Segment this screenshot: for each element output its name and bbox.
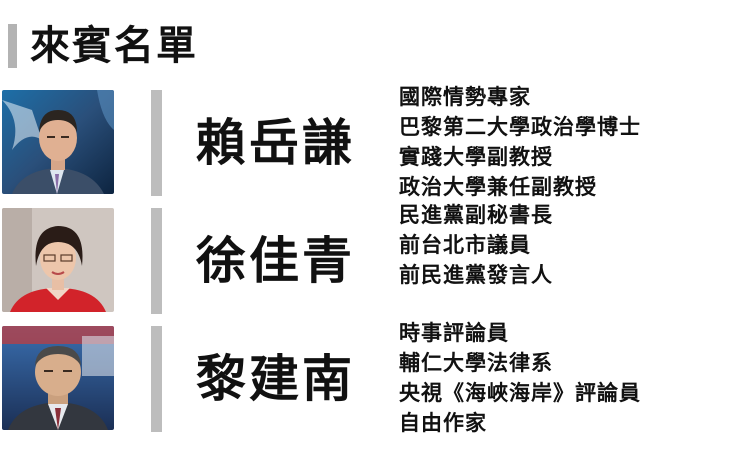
credential-item: 央視《海峽海岸》評論員 (399, 381, 641, 405)
guest-divider (151, 90, 162, 196)
header: 來賓名單 (0, 18, 400, 74)
credential-item: 時事評論員 (399, 321, 509, 345)
credential-item: 實踐大學副教授 (399, 145, 553, 169)
guest-credentials: 民進黨副秘書長 前台北市議員 前民進黨發言人 (399, 200, 553, 290)
guest-name: 賴岳謙 (196, 114, 355, 172)
credential-item: 民進黨副秘書長 (399, 203, 553, 227)
guest-name: 黎建南 (196, 350, 355, 408)
guest-divider (151, 326, 162, 432)
credential-item: 輔仁大學法律系 (399, 351, 553, 375)
guest-credentials: 時事評論員 輔仁大學法律系 央視《海峽海岸》評論員 自由作家 (399, 318, 641, 438)
guest-name: 徐佳青 (196, 232, 355, 290)
page-title: 來賓名單 (30, 23, 198, 69)
guest-photo (2, 208, 114, 312)
credential-item: 自由作家 (399, 411, 487, 435)
guest-credentials: 國際情勢專家 巴黎第二大學政治學博士 實踐大學副教授 政治大學兼任副教授 (399, 82, 641, 202)
guest-photo (2, 326, 114, 430)
credential-item: 國際情勢專家 (399, 85, 531, 109)
guest-divider (151, 208, 162, 314)
header-accent-bar (8, 24, 17, 68)
credential-item: 巴黎第二大學政治學博士 (399, 115, 641, 139)
guest-photo (2, 90, 114, 194)
credential-item: 前台北市議員 (399, 233, 531, 257)
credential-item: 政治大學兼任副教授 (399, 175, 597, 199)
credential-item: 前民進黨發言人 (399, 263, 553, 287)
